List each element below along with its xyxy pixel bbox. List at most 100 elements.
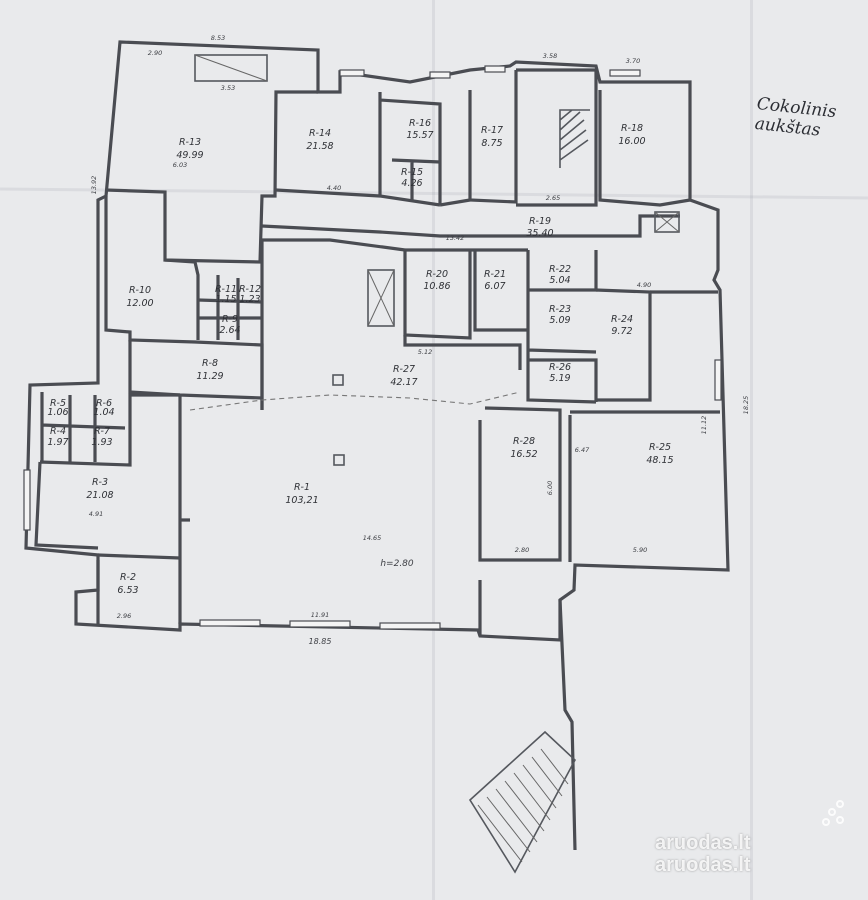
utility-box — [654, 211, 680, 233]
svg-text:R-23: R-23 — [549, 304, 571, 315]
svg-text:8.75: 8.75 — [481, 138, 502, 149]
svg-text:R-6: R-6 — [96, 398, 112, 409]
room-r6: R-61.04 — [93, 398, 114, 418]
room-r5: R-51.06 — [47, 398, 68, 418]
svg-text:9.72: 9.72 — [611, 326, 632, 337]
staircase-flight — [559, 109, 590, 168]
wall-stair — [516, 68, 598, 207]
svg-text:48.15: 48.15 — [646, 455, 673, 466]
ventilation-shaft-cross — [367, 269, 395, 327]
window — [199, 619, 261, 627]
svg-text:R-3: R-3 — [92, 477, 108, 488]
dim-r18-top: 3.70 — [626, 57, 640, 65]
wall-r27 — [260, 238, 522, 410]
dim-r13-inner: 3.53 — [221, 84, 235, 92]
svg-text:21.08: 21.08 — [86, 490, 113, 501]
svg-text:R-12: R-12 — [239, 284, 261, 295]
svg-text:12.00: 12.00 — [126, 298, 153, 309]
svg-text:R-11: R-11 — [215, 284, 237, 295]
column — [332, 374, 344, 386]
svg-text:103,21: 103,21 — [285, 495, 318, 506]
room-r9: R-92.64 — [219, 314, 240, 336]
ceiling-height: h=2.80 — [380, 559, 414, 569]
dim-r27-width: 5.12 — [418, 348, 432, 356]
outer-wall — [24, 40, 730, 642]
svg-text:21.58: 21.58 — [306, 141, 333, 152]
room-r12: R-121.23 — [239, 284, 261, 305]
window — [714, 359, 722, 401]
window — [289, 620, 351, 628]
wall-r24 — [595, 288, 652, 402]
dim-r24-width: 4.90 — [637, 281, 651, 289]
room-r4: R-41.97 — [47, 426, 68, 448]
stair-outline — [468, 730, 576, 874]
wall-r15 — [391, 158, 441, 200]
dim-r3-width: 4.91 — [89, 510, 103, 518]
dim-overall-width: 18.85 — [309, 637, 332, 646]
dim-r13-side: 13.92 — [90, 176, 98, 195]
room-r8: R-811.29 — [196, 358, 223, 382]
wall-r25 — [568, 290, 720, 562]
svg-text:5.19: 5.19 — [549, 373, 570, 384]
dim-r28-depth: 6.00 — [546, 481, 554, 495]
dim-stair-top: 3.58 — [543, 52, 557, 60]
svg-text:R-14: R-14 — [309, 128, 331, 139]
wall-r11-r12 — [197, 275, 263, 340]
svg-text:R-21: R-21 — [484, 269, 506, 280]
window — [429, 71, 451, 79]
dim-r1-depth: 14.65 — [363, 534, 382, 542]
window — [484, 65, 506, 73]
svg-text:2.64: 2.64 — [219, 325, 240, 336]
wall-r8 — [128, 340, 263, 400]
svg-text:35.40: 35.40 — [526, 228, 553, 239]
dim-corridor-length: 13.42 — [446, 234, 465, 242]
room-r17: R-178.75 — [481, 125, 503, 149]
dim-r25-left: 6.47 — [575, 446, 590, 454]
svg-text:6.53: 6.53 — [117, 585, 138, 596]
svg-text:R-5: R-5 — [50, 398, 66, 409]
svg-text:R-7: R-7 — [94, 426, 110, 437]
utility-box-cross — [654, 211, 680, 233]
svg-text:15.57: 15.57 — [406, 130, 433, 141]
svg-text:R-19: R-19 — [529, 216, 551, 227]
svg-text:6.07: 6.07 — [484, 281, 505, 292]
room-r23: R-235.09 — [549, 304, 571, 326]
wall-r1-left — [178, 395, 190, 624]
svg-text:R-4: R-4 — [50, 426, 66, 437]
svg-text:1.23: 1.23 — [239, 294, 260, 305]
dim-r13-top: 2.90 — [148, 49, 162, 57]
svg-text:R-18: R-18 — [621, 123, 643, 134]
svg-text:R-15: R-15 — [401, 167, 423, 178]
interior-walls — [34, 68, 720, 625]
wall-r17 — [439, 70, 518, 207]
wall-r14 — [275, 92, 442, 207]
svg-text:R-28: R-28 — [513, 436, 535, 447]
svg-text:16.52: 16.52 — [510, 449, 537, 460]
svg-text:1.97: 1.97 — [47, 437, 68, 448]
wall-r4-r7 — [40, 392, 126, 462]
wall-r3 — [34, 393, 180, 550]
svg-text:R-20: R-20 — [426, 269, 448, 280]
svg-text:R-16: R-16 — [409, 118, 431, 129]
svg-text:5.09: 5.09 — [549, 315, 570, 326]
room-r11: R-111.15 — [215, 284, 237, 305]
svg-text:R-8: R-8 — [202, 358, 218, 369]
svg-text:1.15: 1.15 — [215, 294, 236, 305]
svg-text:R-24: R-24 — [611, 314, 633, 325]
room-r28: R-28 16.52 — [510, 436, 537, 460]
paper-fold-vertical-2 — [750, 0, 753, 900]
room-r15: R-154.26 — [401, 167, 423, 189]
room-r3: R-3 21.08 — [86, 477, 113, 501]
dim-overall-depth: 18.25 — [742, 396, 750, 415]
dim-r19-length: 2.65 — [546, 194, 560, 202]
dim-r1-width: 11.91 — [311, 611, 330, 619]
wall-corridor-r19 — [261, 214, 680, 238]
svg-text:1.04: 1.04 — [93, 407, 114, 418]
r1-r27-boundary — [189, 391, 521, 411]
window — [609, 69, 641, 77]
column — [333, 454, 345, 466]
